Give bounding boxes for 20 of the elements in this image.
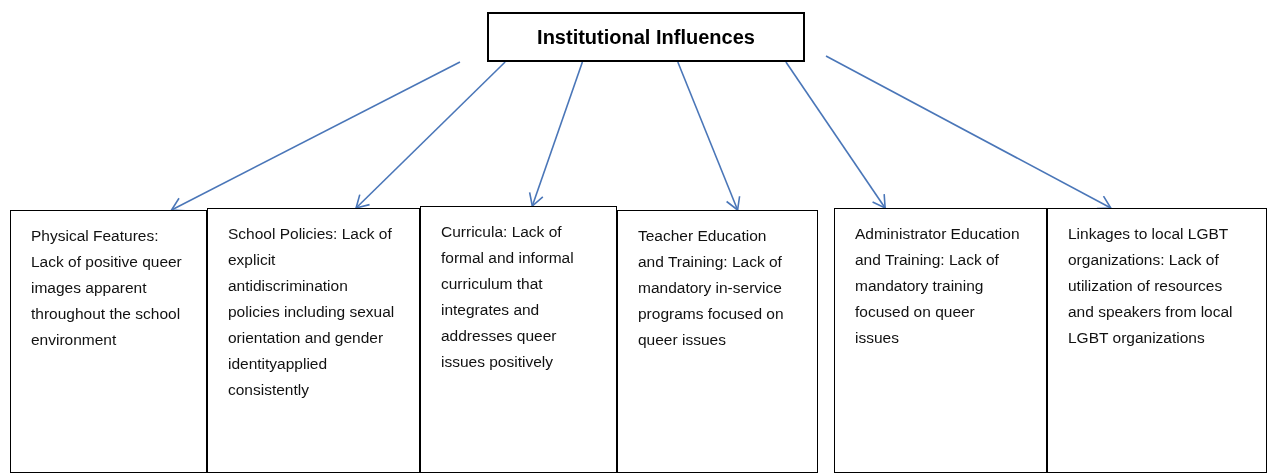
category-box xyxy=(834,208,1047,473)
category-text: Physical Features: Lack of positive queer images apparent throughout the school environment xyxy=(31,226,182,350)
title-box xyxy=(487,12,805,62)
category-text: School Policies: Lack of explicit antidiscrimination policies including sexual orientation and gender identityapplied consistently xyxy=(228,224,395,400)
category-text: Administrator Education and Training: Lack of mandatory training focused on queer issues xyxy=(855,224,1021,348)
category-text: Curricula: Lack of formal and informal curriculum that integrates and addresses queer issues positively xyxy=(441,222,575,372)
arrow xyxy=(355,61,506,209)
category-text: Teacher Education and Training: Lack of mandatory in-service programs focused on queer issues xyxy=(638,226,785,350)
arrow xyxy=(785,61,886,209)
category-box xyxy=(420,206,617,473)
category-box xyxy=(617,210,818,473)
heading-text: Institutional Influences xyxy=(537,25,755,49)
category-box xyxy=(1047,208,1267,473)
arrow xyxy=(825,55,1112,210)
category-text: Linkages to local LGBT organizations: Lack of utilization of resources and speakers from local LGBT organizations xyxy=(1068,224,1234,348)
arrow xyxy=(528,61,584,207)
arrow xyxy=(170,61,461,212)
category-box xyxy=(207,208,420,473)
arrow xyxy=(677,61,741,211)
category-box xyxy=(10,210,207,473)
